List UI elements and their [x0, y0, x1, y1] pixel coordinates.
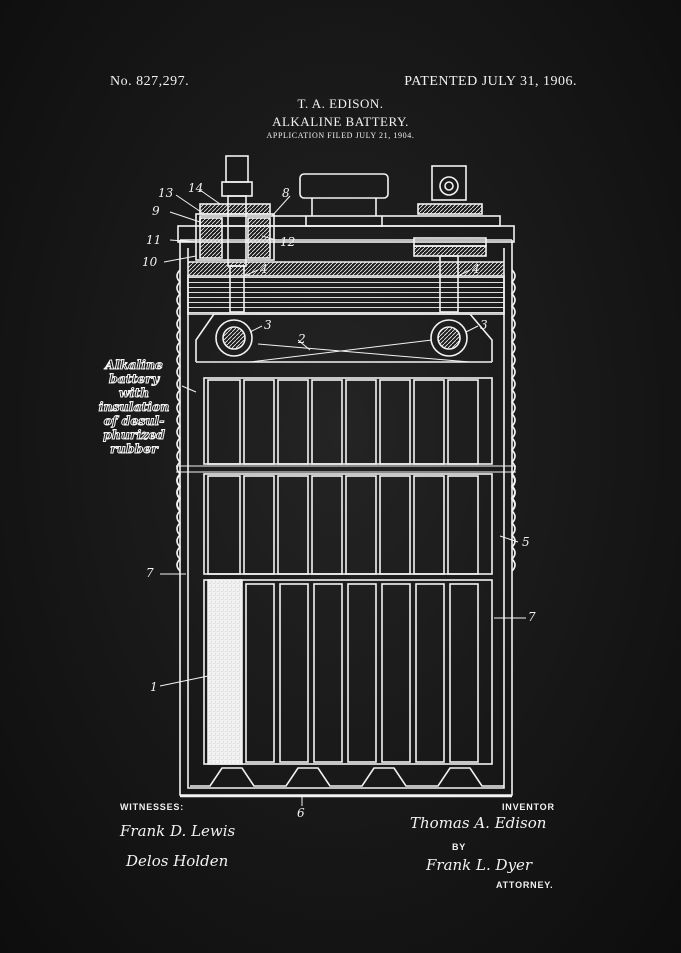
patent-date: PATENTED JULY 31, 1906. — [404, 74, 577, 89]
annotation-line: Alkaline — [105, 357, 164, 372]
label-7-right: 7 — [528, 610, 536, 624]
witnesses-label: WITNESSES: — [120, 802, 185, 812]
label-9: 9 — [152, 204, 160, 218]
bottom-ribs — [180, 767, 512, 798]
inventor-name: T. A. EDISON. — [297, 96, 384, 111]
patent-number: No. 827,297. — [110, 74, 190, 89]
label-10: 10 — [142, 255, 158, 269]
terminal-left — [195, 155, 275, 313]
annotation-note: Alkaline battery with insulation of desu… — [88, 357, 180, 456]
terminal-right — [413, 165, 487, 313]
attorney-label: ATTORNEY. — [496, 880, 554, 890]
attorney-signature: Frank L. Dyer — [426, 856, 533, 874]
inventor-signature: Thomas A. Edison — [410, 814, 547, 832]
lid — [177, 173, 515, 315]
label-7-left: 7 — [146, 566, 154, 580]
label-6: 6 — [297, 806, 305, 820]
leader-lines — [159, 189, 526, 806]
annotation-line: battery — [108, 371, 160, 386]
label-11: 11 — [146, 233, 162, 247]
annotation-line: phurized — [102, 427, 166, 442]
by-label: BY — [452, 842, 467, 852]
annotation-line: insulation — [98, 399, 170, 414]
label-5: 5 — [522, 535, 530, 549]
annotation-line: rubber — [110, 441, 159, 456]
label-8: 8 — [282, 186, 290, 200]
cells-upper — [203, 377, 493, 465]
application-filed: APPLICATION FILED JULY 21, 1904. — [266, 131, 415, 140]
label-3-right: 3 — [480, 318, 488, 332]
patent-title: ALKALINE BATTERY. — [272, 114, 409, 129]
cells-lower — [203, 473, 493, 765]
label-14: 14 — [188, 181, 204, 195]
annotation-line: of desul- — [103, 413, 165, 428]
label-4-left: 4 — [260, 262, 268, 276]
casing — [176, 239, 516, 796]
label-3-left: 3 — [264, 318, 272, 332]
witness-signature-2: Delos Holden — [126, 852, 229, 870]
witness-signature-1: Frank D. Lewis — [120, 822, 236, 840]
connector-bridges — [195, 313, 493, 363]
annotation-line: with — [118, 385, 150, 400]
label-1: 1 — [150, 680, 158, 694]
label-2: 2 — [298, 332, 306, 346]
label-12: 12 — [280, 235, 296, 249]
inventor-label: INVENTOR — [502, 802, 555, 812]
label-13: 13 — [158, 186, 174, 200]
label-4-right: 4 — [472, 262, 480, 276]
